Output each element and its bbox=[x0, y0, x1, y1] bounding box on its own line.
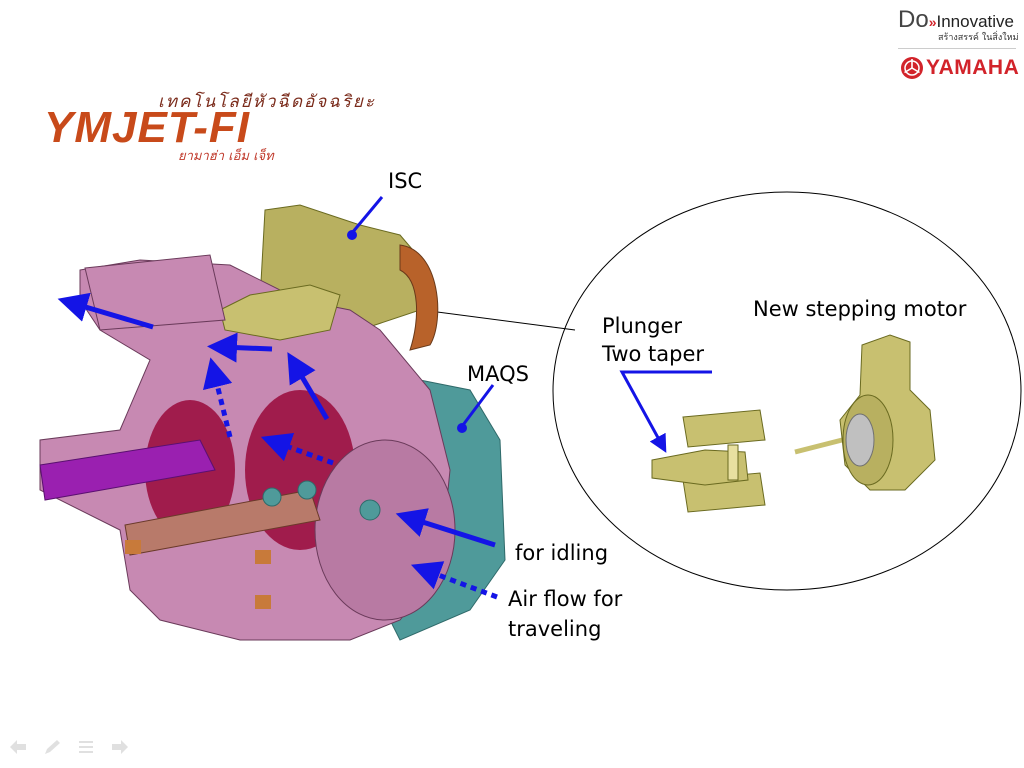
yamaha-logo: YAMAHA bbox=[900, 56, 1019, 84]
plunger-exploded-view bbox=[651, 409, 766, 513]
airflow-arrows bbox=[57, 292, 498, 600]
maqs-pointer bbox=[461, 384, 495, 426]
travel-path-arrow-1 bbox=[203, 357, 233, 438]
for-idling-label: for idling bbox=[515, 541, 609, 565]
arrow-right-icon[interactable] bbox=[110, 738, 130, 756]
maqs-label: MAQS bbox=[467, 362, 529, 386]
two-taper-label: Two taper bbox=[602, 342, 705, 366]
tagline-thai: สร้างสรรค์ ในสิ่งใหม่ bbox=[938, 33, 1019, 43]
air-flow-label-line1: Air flow for bbox=[508, 587, 623, 611]
plunger-label: Plunger bbox=[602, 314, 683, 338]
isc-pointer bbox=[350, 196, 384, 234]
tagline-innovative: Innovative bbox=[936, 12, 1014, 31]
zoom-callout-ellipse bbox=[552, 191, 1022, 591]
ymjet-fi-logo: YMJET-FI bbox=[44, 103, 251, 152]
isc-pointer-dot bbox=[347, 230, 357, 240]
logo-thai-top: เทคโนโลยีหัวฉีดอัจฉริยะ bbox=[158, 92, 376, 112]
yamaha-tuning-fork-icon bbox=[901, 57, 923, 79]
do-innovative-tagline: Do»Innovative bbox=[898, 6, 1014, 34]
stepping-motor-exploded-view bbox=[794, 334, 936, 491]
menu-icon[interactable] bbox=[76, 738, 96, 756]
plunger-pointer bbox=[619, 370, 712, 453]
outlet-arrow bbox=[57, 292, 154, 330]
pen-icon[interactable] bbox=[42, 738, 62, 756]
throttle-body-illustration bbox=[39, 204, 506, 641]
yamaha-wordmark: YAMAHA bbox=[926, 56, 1020, 79]
maqs-pointer-dot bbox=[457, 423, 467, 433]
idle-path-arrow bbox=[287, 352, 330, 421]
arrow-left-icon[interactable] bbox=[8, 738, 28, 756]
isc-label: ISC bbox=[388, 169, 423, 193]
traveling-inlet-arrow bbox=[410, 561, 498, 600]
double-chevron-icon: » bbox=[928, 14, 937, 30]
air-flow-label-line2: traveling bbox=[508, 617, 602, 641]
stepping-motor-label: New stepping motor bbox=[753, 297, 967, 321]
brand-divider bbox=[898, 48, 1016, 49]
isc-arrow bbox=[207, 332, 273, 363]
idling-inlet-arrow bbox=[395, 508, 496, 548]
logo-thai-bottom: ยามาฮ่า เอ็ม เจ็ท bbox=[178, 149, 274, 164]
tagline-do: Do bbox=[898, 6, 929, 33]
